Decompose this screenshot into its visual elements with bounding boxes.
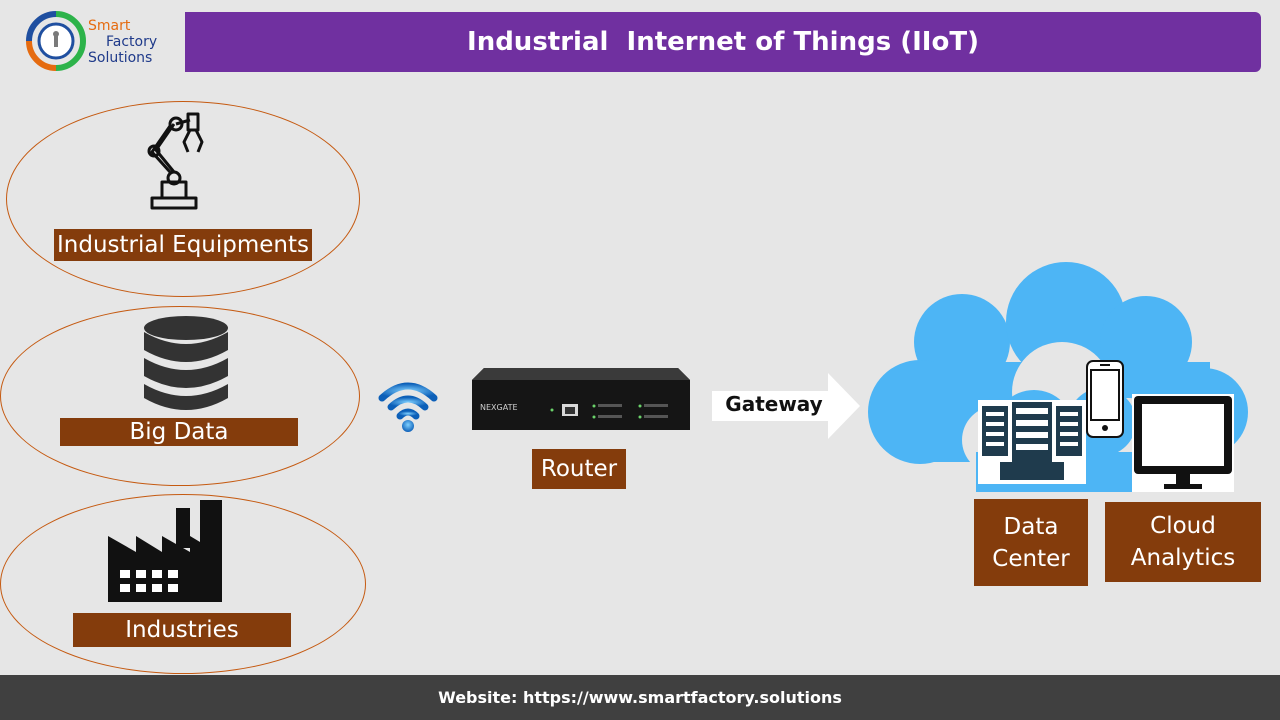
robot-arm-icon <box>140 112 210 212</box>
database-icon <box>140 314 232 414</box>
cloud-analytics-label: Cloud Analytics <box>1105 502 1261 582</box>
logo-text-solutions: Solutions <box>88 50 152 67</box>
router-brand: NEXGATE <box>480 403 518 412</box>
cloud-analytics-label-line1: Cloud <box>1150 510 1216 542</box>
router-icon: NEXGATE <box>470 366 692 432</box>
website-footer: Website: https://www.smartfactory.soluti… <box>0 675 1280 720</box>
gateway-label: Gateway <box>718 392 830 416</box>
cloud-analytics-label-line2: Analytics <box>1131 542 1235 574</box>
company-logo: Smart Factory Solutions <box>26 10 176 74</box>
logo-text-factory: Factory <box>106 34 157 51</box>
page-title: Industrial Internet of Things (IIoT) <box>185 12 1261 72</box>
industries-label: Industries <box>73 613 291 647</box>
data-center-label: Data Center <box>974 499 1088 586</box>
logo-text-smart: Smart <box>88 18 130 35</box>
logo-ring-icon <box>26 10 86 72</box>
server-icon <box>978 400 1086 484</box>
industrial-equipments-label: Industrial Equipments <box>54 229 312 261</box>
data-center-label-line2: Center <box>992 543 1069 575</box>
data-center-label-line1: Data <box>1004 511 1059 543</box>
factory-icon <box>106 498 226 604</box>
monitor-icon <box>1132 394 1234 492</box>
wifi-icon <box>376 376 440 434</box>
router-label: Router <box>532 449 626 489</box>
big-data-label: Big Data <box>60 418 298 446</box>
smartphone-icon <box>1086 360 1124 438</box>
